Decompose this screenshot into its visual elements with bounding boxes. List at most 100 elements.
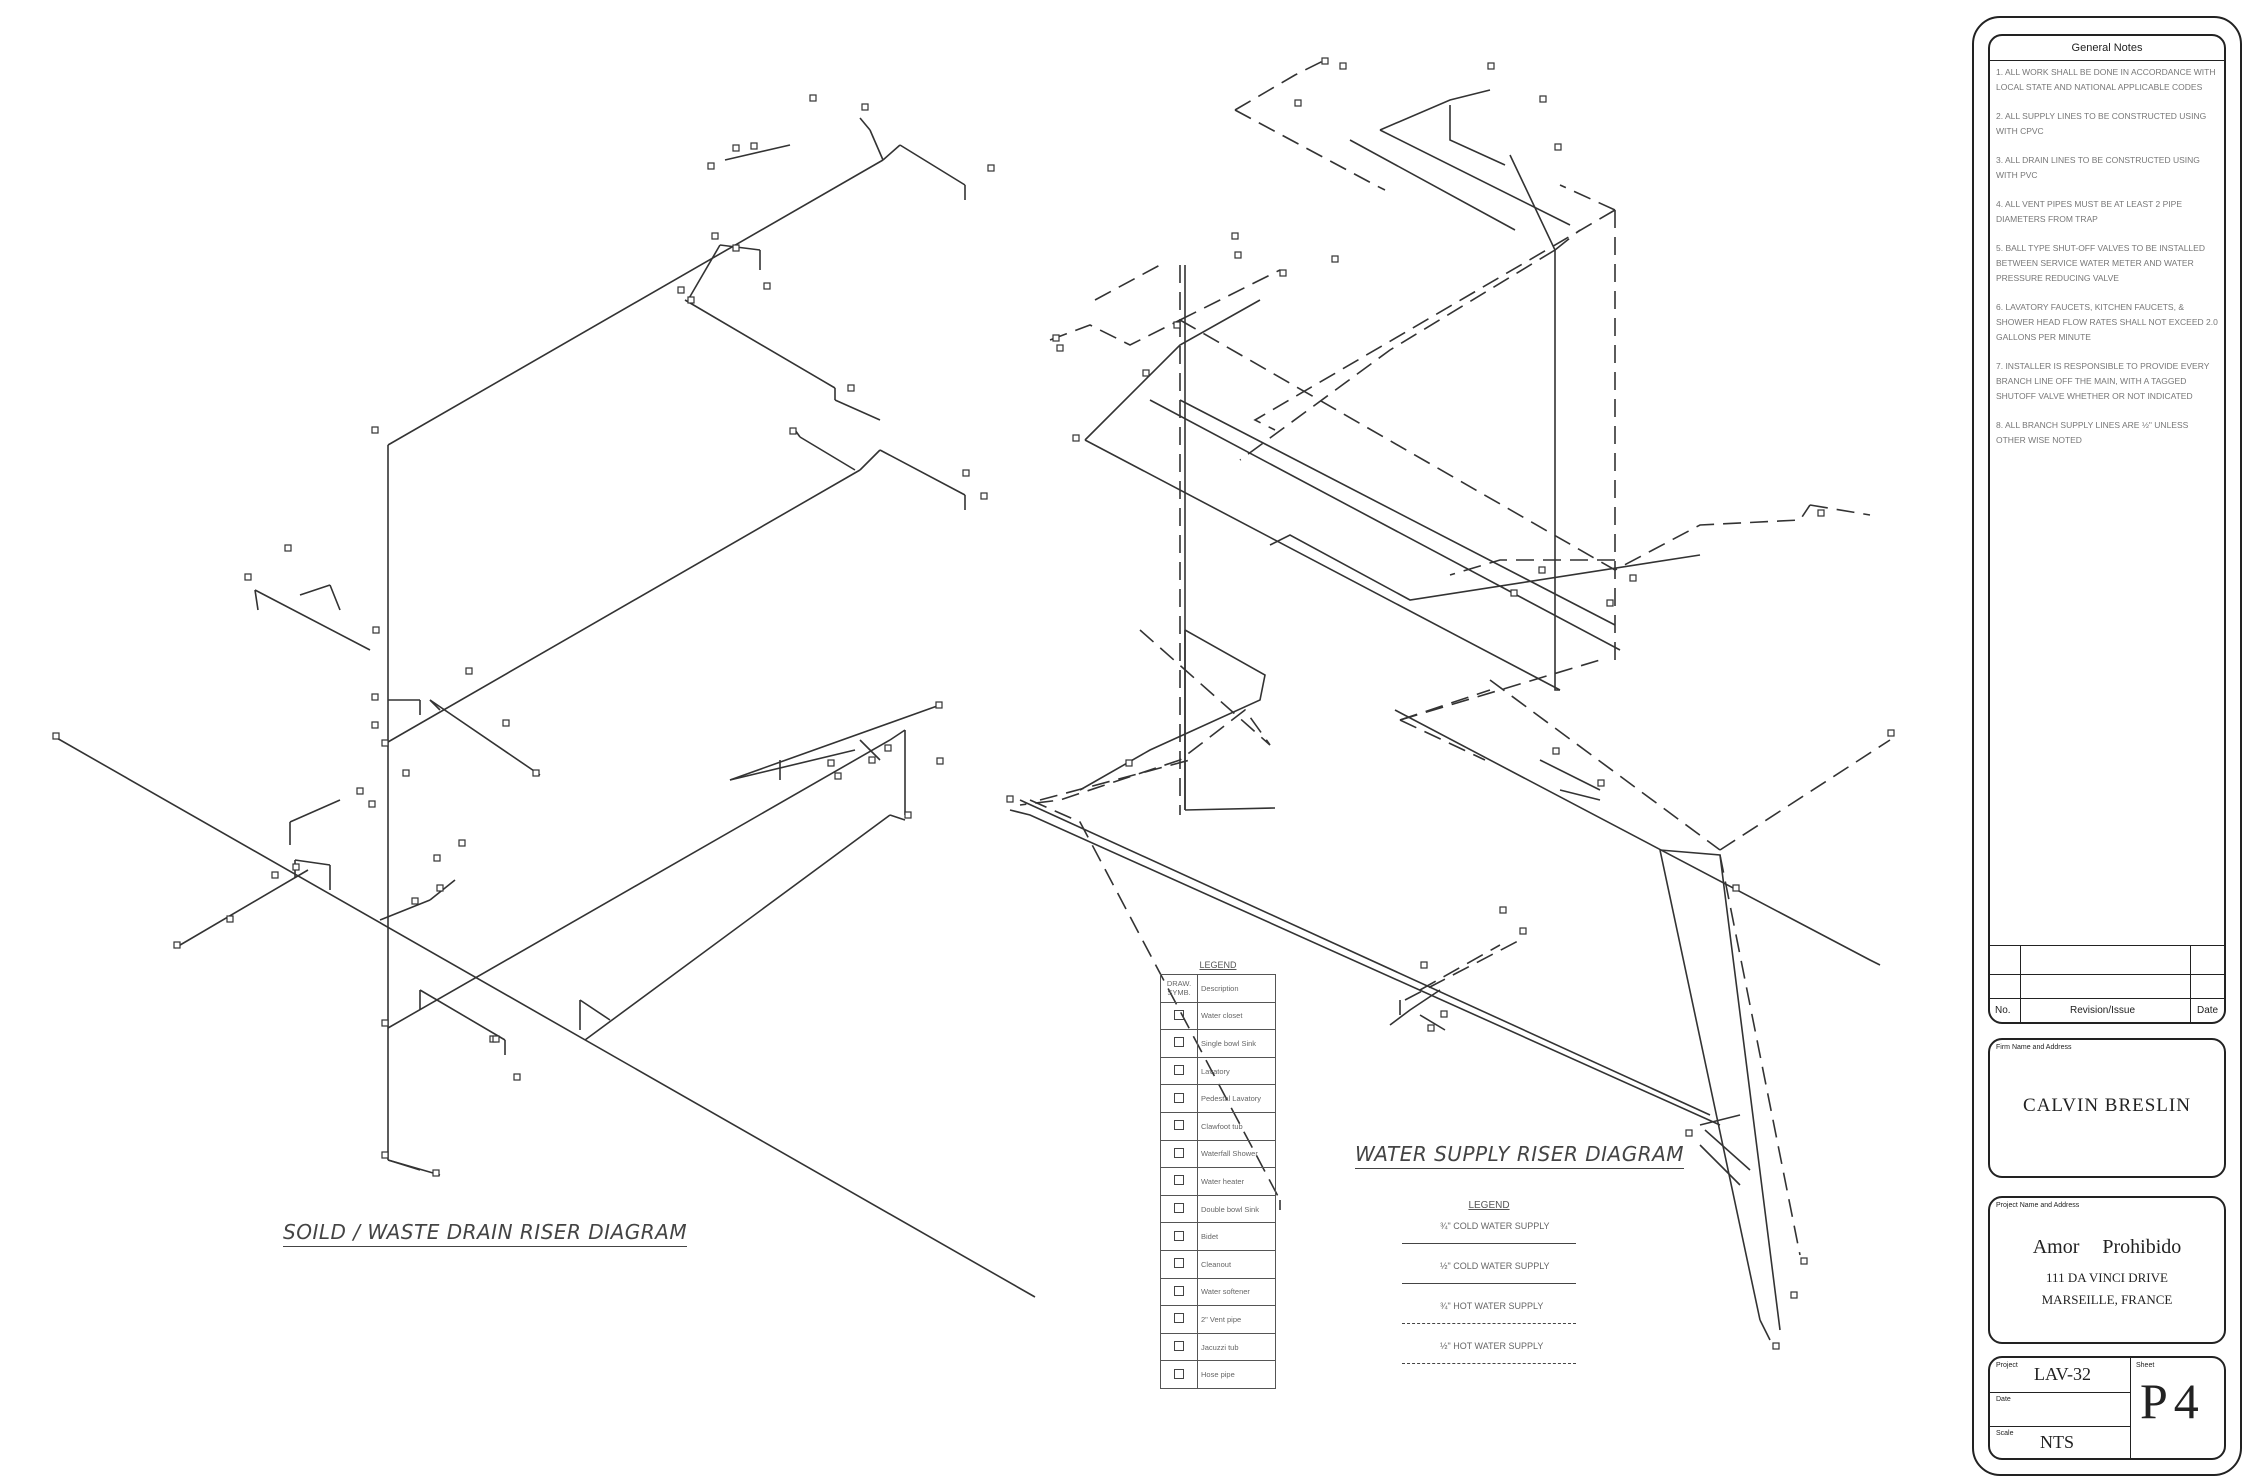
water-riser-title: WATER SUPPLY RISER DIAGRAM — [1355, 1142, 1685, 1169]
project-label: Project Name and Address — [1996, 1202, 2080, 1209]
fixture-symbol-icon — [1174, 1175, 1184, 1186]
scale-value: NTS — [2040, 1432, 2075, 1452]
legend-row: Waterfall Shower — [1160, 1139, 1276, 1169]
fixture-symbol-icon — [1174, 1230, 1184, 1241]
revision-divider — [2020, 946, 2021, 1022]
revision-date-header: Date — [2197, 1005, 2219, 1016]
fixture-symbol-icon — [1174, 1313, 1184, 1324]
general-note: 3. All drain lines to be constructed usi… — [1996, 155, 2200, 180]
general-note: 2. All supply lines to be constructed us… — [1996, 111, 2207, 136]
legend-description: Cleanout — [1197, 1249, 1276, 1279]
general-notes-panel: General Notes 1. All work shall be done … — [1988, 34, 2226, 1024]
water-riser-piping — [1009, 59, 1891, 1341]
general-notes-heading: General Notes — [1990, 36, 2224, 61]
sheet-number: P4 — [2140, 1373, 2205, 1429]
fixture-symbol-icon — [1174, 1285, 1184, 1296]
general-note: 6. Lavatory faucets, kitchen faucets, & … — [1996, 302, 2218, 342]
legend-symbol — [1160, 1167, 1198, 1196]
water-legend-row: ½" COLD WATER SUPPLY — [1402, 1261, 1576, 1301]
legend-row: Bidet — [1160, 1222, 1276, 1251]
legend-col-symbol: DRAW. SYMB. — [1160, 974, 1198, 1003]
water-legend-label: ¾" HOT WATER SUPPLY — [1440, 1301, 1544, 1311]
title-block: General Notes 1. All work shall be done … — [1972, 16, 2242, 1476]
revision-row — [1990, 946, 2224, 975]
legend-row: Cleanout — [1160, 1249, 1276, 1279]
fixture-symbol-icon — [1174, 1037, 1184, 1048]
water-legend-row: ½" HOT WATER SUPPLY — [1402, 1341, 1576, 1381]
sheet-label: Sheet — [2136, 1362, 2155, 1369]
legend-symbol — [1160, 1139, 1198, 1169]
general-note: 8. All branch supply lines are ½" unless… — [1996, 420, 2189, 445]
water-legend-rows: ¾" COLD WATER SUPPLY ½" COLD WATER SUPPLY… — [1402, 1221, 1576, 1381]
legend-row: Jacuzzi tub — [1160, 1332, 1276, 1362]
legend-description: Water closet — [1197, 1001, 1276, 1031]
legend-row: Pedestal Lavatory — [1160, 1084, 1276, 1113]
legend-description: Hose pipe — [1197, 1360, 1276, 1389]
legend-symbol — [1160, 1332, 1198, 1362]
general-notes-list: 1. All work shall be done in accordance … — [1990, 61, 2224, 466]
legend-symbol — [1160, 1360, 1198, 1389]
legend-symbol — [1160, 1222, 1198, 1251]
fixture-symbol-icon — [1174, 1203, 1184, 1214]
project-no: LAV-32 — [2034, 1364, 2092, 1384]
general-note: 7. Installer is responsible to provide e… — [1996, 361, 2210, 401]
legend-description: Double bowl Sink — [1197, 1194, 1276, 1224]
drain-riser-title: SOILD / WASTE DRAIN RISER DIAGRAM — [283, 1220, 688, 1247]
legend-symbol — [1160, 1029, 1198, 1058]
legend-description: Water heater — [1197, 1167, 1276, 1196]
legend-description: 2" Vent pipe — [1197, 1305, 1276, 1334]
project-no-label: Project — [1996, 1362, 2018, 1369]
revision-divider — [2190, 946, 2191, 1022]
legend-row: Single bowl Sink — [1160, 1029, 1276, 1058]
project-no-cell — [1990, 1358, 2131, 1393]
scale-label: Scale — [1996, 1430, 2014, 1437]
legend-row: Clawfoot tub — [1160, 1111, 1276, 1141]
firm-panel: Firm Name and Address CALVIN BRESLIN — [1988, 1038, 2226, 1178]
legend-description: Single bowl Sink — [1197, 1029, 1276, 1058]
water-legend-row: ¾" HOT WATER SUPPLY — [1402, 1301, 1576, 1341]
legend-symbol — [1160, 1084, 1198, 1113]
date-cell — [1990, 1392, 2131, 1427]
legend-row: Lavatory — [1160, 1056, 1276, 1086]
fixture-symbol-icon — [1174, 1120, 1184, 1131]
legend-symbol — [1160, 1305, 1198, 1334]
legend-col-desc: Description — [1197, 974, 1276, 1003]
water-legend-label: ¾" COLD WATER SUPPLY — [1440, 1221, 1550, 1231]
water-legend-title: LEGEND — [1468, 1200, 1510, 1211]
legend-description: Water softener — [1197, 1277, 1276, 1307]
revision-row — [1990, 974, 2224, 999]
fixture-legend-title: LEGEND — [1199, 960, 1237, 970]
scale-cell — [1990, 1426, 2131, 1458]
fixture-symbol-icon — [1174, 1341, 1184, 1352]
water-line-sample — [1402, 1283, 1576, 1284]
fixture-symbol-icon — [1174, 1065, 1184, 1076]
fixture-symbol-icon — [1174, 1092, 1184, 1103]
legend-symbol — [1160, 1001, 1198, 1031]
fixture-symbol-icon — [1174, 1368, 1184, 1379]
legend-symbol — [1160, 1111, 1198, 1141]
general-note: 4. All vent pipes must be at least 2 pip… — [1996, 199, 2182, 224]
project-address-line1: 111 DA VINCI DRIVE — [2046, 1270, 2168, 1285]
firm-name: CALVIN BRESLIN — [2023, 1095, 2191, 1116]
general-note: 1. All work shall be done in accordance … — [1996, 67, 2216, 92]
legend-row: Water softener — [1160, 1277, 1276, 1307]
fixture-symbol-icon — [1174, 1147, 1184, 1158]
firm-label: Firm Name and Address — [1996, 1044, 2072, 1051]
legend-symbol — [1160, 1249, 1198, 1279]
revision-table: No. Revision/Issue Date — [1990, 945, 2224, 1022]
water-legend-row: ¾" COLD WATER SUPPLY — [1402, 1221, 1576, 1261]
riser-diagrams — [52, 57, 1895, 1350]
revision-no-header: No. — [1995, 1005, 2011, 1016]
legend-description: Lavatory — [1197, 1056, 1276, 1086]
project-name: Amor Prohibido — [2032, 1236, 2182, 1258]
fixture-symbol-icon — [1174, 1258, 1184, 1269]
water-line-sample — [1402, 1323, 1576, 1324]
legend-symbol — [1160, 1277, 1198, 1307]
water-riser-fixtures — [1006, 57, 1895, 1350]
water-legend-label: ½" COLD WATER SUPPLY — [1440, 1261, 1550, 1271]
legend-symbol — [1160, 1194, 1198, 1224]
revision-issue-header: Revision/Issue — [2070, 1005, 2136, 1016]
general-note: 5. Ball type shut-off valves to be insta… — [1996, 243, 2205, 283]
water-line-sample — [1402, 1243, 1576, 1244]
